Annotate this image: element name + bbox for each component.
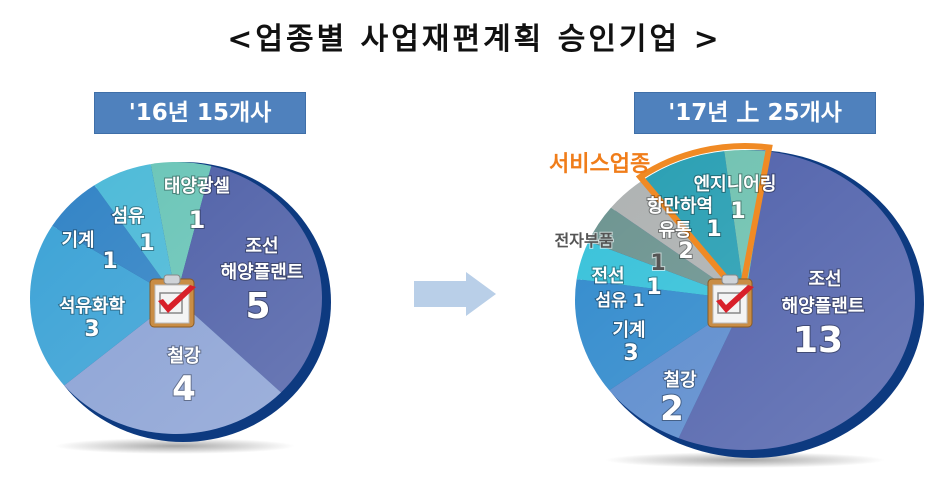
right-arrow-icon (414, 272, 496, 316)
slice-label: 전자부품1 (555, 231, 666, 276)
service-industry-label: 서비스업종 (549, 152, 651, 177)
badge-2017: '17년 上 25개사 (634, 92, 876, 134)
slice-label: 섬유 1 (595, 291, 644, 311)
clipboard-check-icon (149, 274, 196, 328)
pie-shadow (605, 452, 885, 468)
service-highlight-outline (635, 143, 773, 303)
clipboard-check-icon (707, 274, 754, 328)
badge-2016: '16년 15개사 (94, 92, 306, 134)
slice-label: 기계1 (61, 230, 117, 274)
page-title: <업종별 사업재편계획 승인기업 > (227, 22, 722, 57)
pie-shadow (55, 438, 295, 454)
